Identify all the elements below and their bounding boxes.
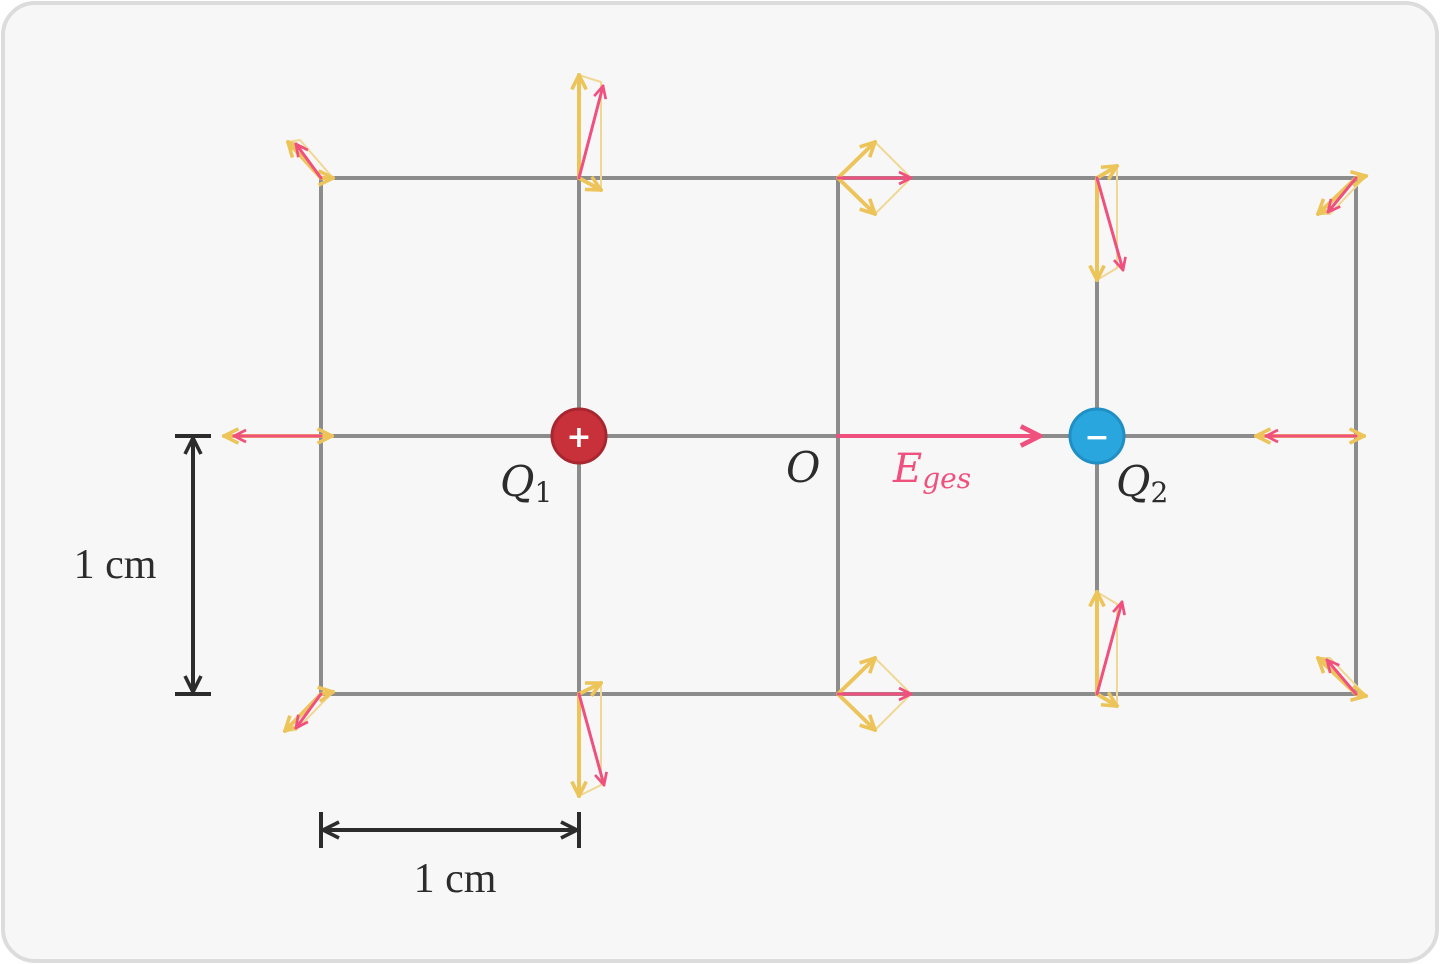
field-vector-bottom-o: [836, 658, 913, 730]
label-q2: Q2: [1116, 457, 1168, 509]
horizontal-scale-label: 1 cm: [414, 856, 497, 902]
field-vector-top-q1: [579, 73, 603, 192]
charge-q2-marker: [1068, 407, 1126, 465]
charge-q1-sign: +: [566, 420, 591, 455]
field-vector-bottom-q1: [579, 681, 604, 798]
label-origin: O: [786, 443, 820, 492]
field-vector-top-o: [836, 142, 913, 214]
charge-q2-sign: −: [1084, 420, 1109, 455]
label-field-subscript: ges: [922, 462, 971, 495]
vertical-scale-bar: [175, 434, 211, 696]
label-q2-subscript: 2: [1150, 476, 1168, 509]
field-vector-bottom-right: [1318, 658, 1366, 696]
field-vectors: [222, 73, 1366, 798]
label-q1-subscript: 1: [534, 476, 552, 509]
charge-q1-marker: [550, 407, 608, 465]
field-vector-top-left: [288, 138, 335, 178]
horizontal-scale-bar: [319, 812, 581, 848]
charge-q2: −: [1068, 407, 1126, 465]
label-q1: Q1: [500, 457, 552, 509]
label-field: Eges: [892, 446, 971, 495]
field-vector-top-q2: [1097, 166, 1123, 282]
vertical-scale-label: 1 cm: [74, 542, 157, 588]
label-field-main: E: [892, 446, 922, 492]
label-q1-main: Q: [500, 457, 534, 506]
field-vector-top-right: [1318, 176, 1366, 214]
charge-q1: +: [550, 407, 608, 465]
field-vector-bottom-left: [285, 692, 333, 731]
field-vector-bottom-q2: [1097, 590, 1122, 706]
label-q2-main: Q: [1116, 457, 1150, 506]
